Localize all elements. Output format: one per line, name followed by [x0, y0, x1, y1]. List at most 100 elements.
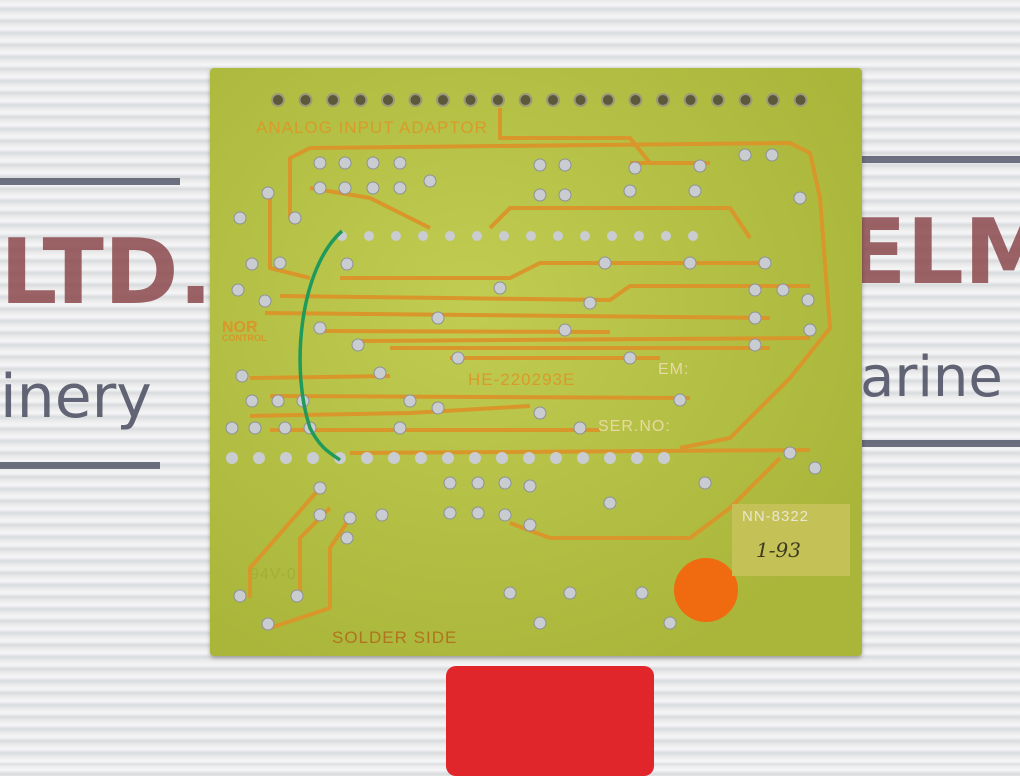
background-stripe: [860, 440, 1020, 447]
solder-pad: [313, 181, 327, 195]
solder-pad: [226, 452, 238, 464]
copper-trace: [488, 206, 752, 240]
solder-pad: [533, 188, 547, 202]
solder-pad: [403, 394, 417, 408]
copper-trace: [288, 141, 832, 450]
sticker: [732, 504, 850, 576]
solder-pad: [628, 161, 642, 175]
background-stripe: [0, 178, 180, 185]
handwritten-date: 1-93: [756, 538, 801, 562]
solder-pad: [443, 506, 457, 520]
solder-pad: [499, 231, 509, 241]
solder-pad: [393, 181, 407, 195]
solder-pad: [563, 586, 577, 600]
copper-trace: [498, 108, 652, 165]
copper-trace: [249, 374, 391, 380]
solder-pad: [688, 231, 698, 241]
copper-trace: [264, 311, 771, 320]
background-stripe: [0, 462, 160, 469]
header-hole: [601, 93, 615, 107]
solder-pad: [801, 293, 815, 307]
rating-label: 94V-0: [250, 566, 297, 583]
solder-pad: [375, 508, 389, 522]
solder-pad: [748, 338, 762, 352]
solder-pad: [313, 321, 327, 335]
solder-pad: [526, 231, 536, 241]
solder-pad: [553, 231, 563, 241]
solder-pad: [288, 211, 302, 225]
solder-pad: [758, 256, 772, 270]
header-hole: [298, 93, 313, 107]
solder-pad: [313, 481, 327, 495]
header-hole: [381, 93, 395, 107]
background-text: LTD.: [0, 220, 213, 325]
solder-pad: [577, 452, 589, 464]
solder-pad: [793, 191, 807, 205]
solder-pad: [523, 452, 535, 464]
em-label: EM:: [658, 361, 690, 378]
solder-pad: [623, 351, 637, 365]
pcb-artwork: [225, 93, 832, 631]
circuit-board: ANALOG INPUT ADAPTOR HE-220293E EM: SER.…: [210, 68, 862, 656]
solder-pad: [361, 452, 373, 464]
solder-pad: [366, 181, 380, 195]
solder-pad: [603, 496, 617, 510]
solder-pad: [445, 231, 455, 241]
solder-pad: [471, 476, 485, 490]
solder-pad: [245, 257, 259, 271]
solder-pad: [661, 231, 671, 241]
solder-pad: [604, 452, 616, 464]
solder-pad: [573, 421, 587, 435]
header-hole: [573, 93, 588, 107]
solder-pad: [498, 476, 512, 490]
solder-pad: [233, 589, 247, 603]
solder-pad: [338, 181, 352, 195]
solder-pad: [245, 394, 259, 408]
serial-label: SER.NO:: [598, 418, 671, 435]
solder-pad: [373, 366, 387, 380]
solder-pad: [340, 531, 354, 545]
solder-pad: [634, 231, 644, 241]
solder-pad: [658, 452, 670, 464]
jumper-wire: [298, 229, 344, 462]
solder-pad: [783, 446, 797, 460]
copper-trace: [248, 486, 322, 598]
solder-pad: [748, 283, 762, 297]
solder-pad: [280, 452, 292, 464]
solder-pad: [290, 589, 304, 603]
solder-pad: [313, 508, 327, 522]
solder-pad: [340, 257, 354, 271]
solder-pad: [261, 617, 275, 631]
header-hole: [408, 93, 423, 107]
solder-pad: [393, 421, 407, 435]
solder-pad: [442, 452, 454, 464]
background-text: ELM: [845, 200, 1020, 305]
solder-pad: [351, 338, 365, 352]
header-hole: [711, 93, 725, 107]
solder-pad: [338, 156, 352, 170]
solder-pad: [748, 311, 762, 325]
solder-pad: [443, 476, 457, 490]
solder-pad: [423, 174, 437, 188]
solder-pad: [313, 156, 327, 170]
copper-trace: [340, 261, 770, 280]
header-hole: [491, 93, 505, 107]
solder-pad: [393, 156, 407, 170]
solder-pad: [583, 296, 597, 310]
solder-pad: [598, 256, 612, 270]
header-hole: [271, 93, 285, 107]
header-hole: [683, 93, 698, 107]
copper-trace: [268, 188, 311, 280]
solder-pad: [253, 452, 265, 464]
solder-pad: [523, 479, 537, 493]
solder-pad: [533, 158, 547, 172]
solder-pad: [558, 188, 572, 202]
solder-pad: [225, 421, 239, 435]
solder-pad: [469, 452, 481, 464]
solder-pad: [493, 281, 507, 295]
background-text: inery: [0, 362, 152, 432]
solder-pad: [273, 256, 287, 270]
sticker-code: NN-8322: [742, 508, 810, 525]
solder-pad: [388, 452, 400, 464]
